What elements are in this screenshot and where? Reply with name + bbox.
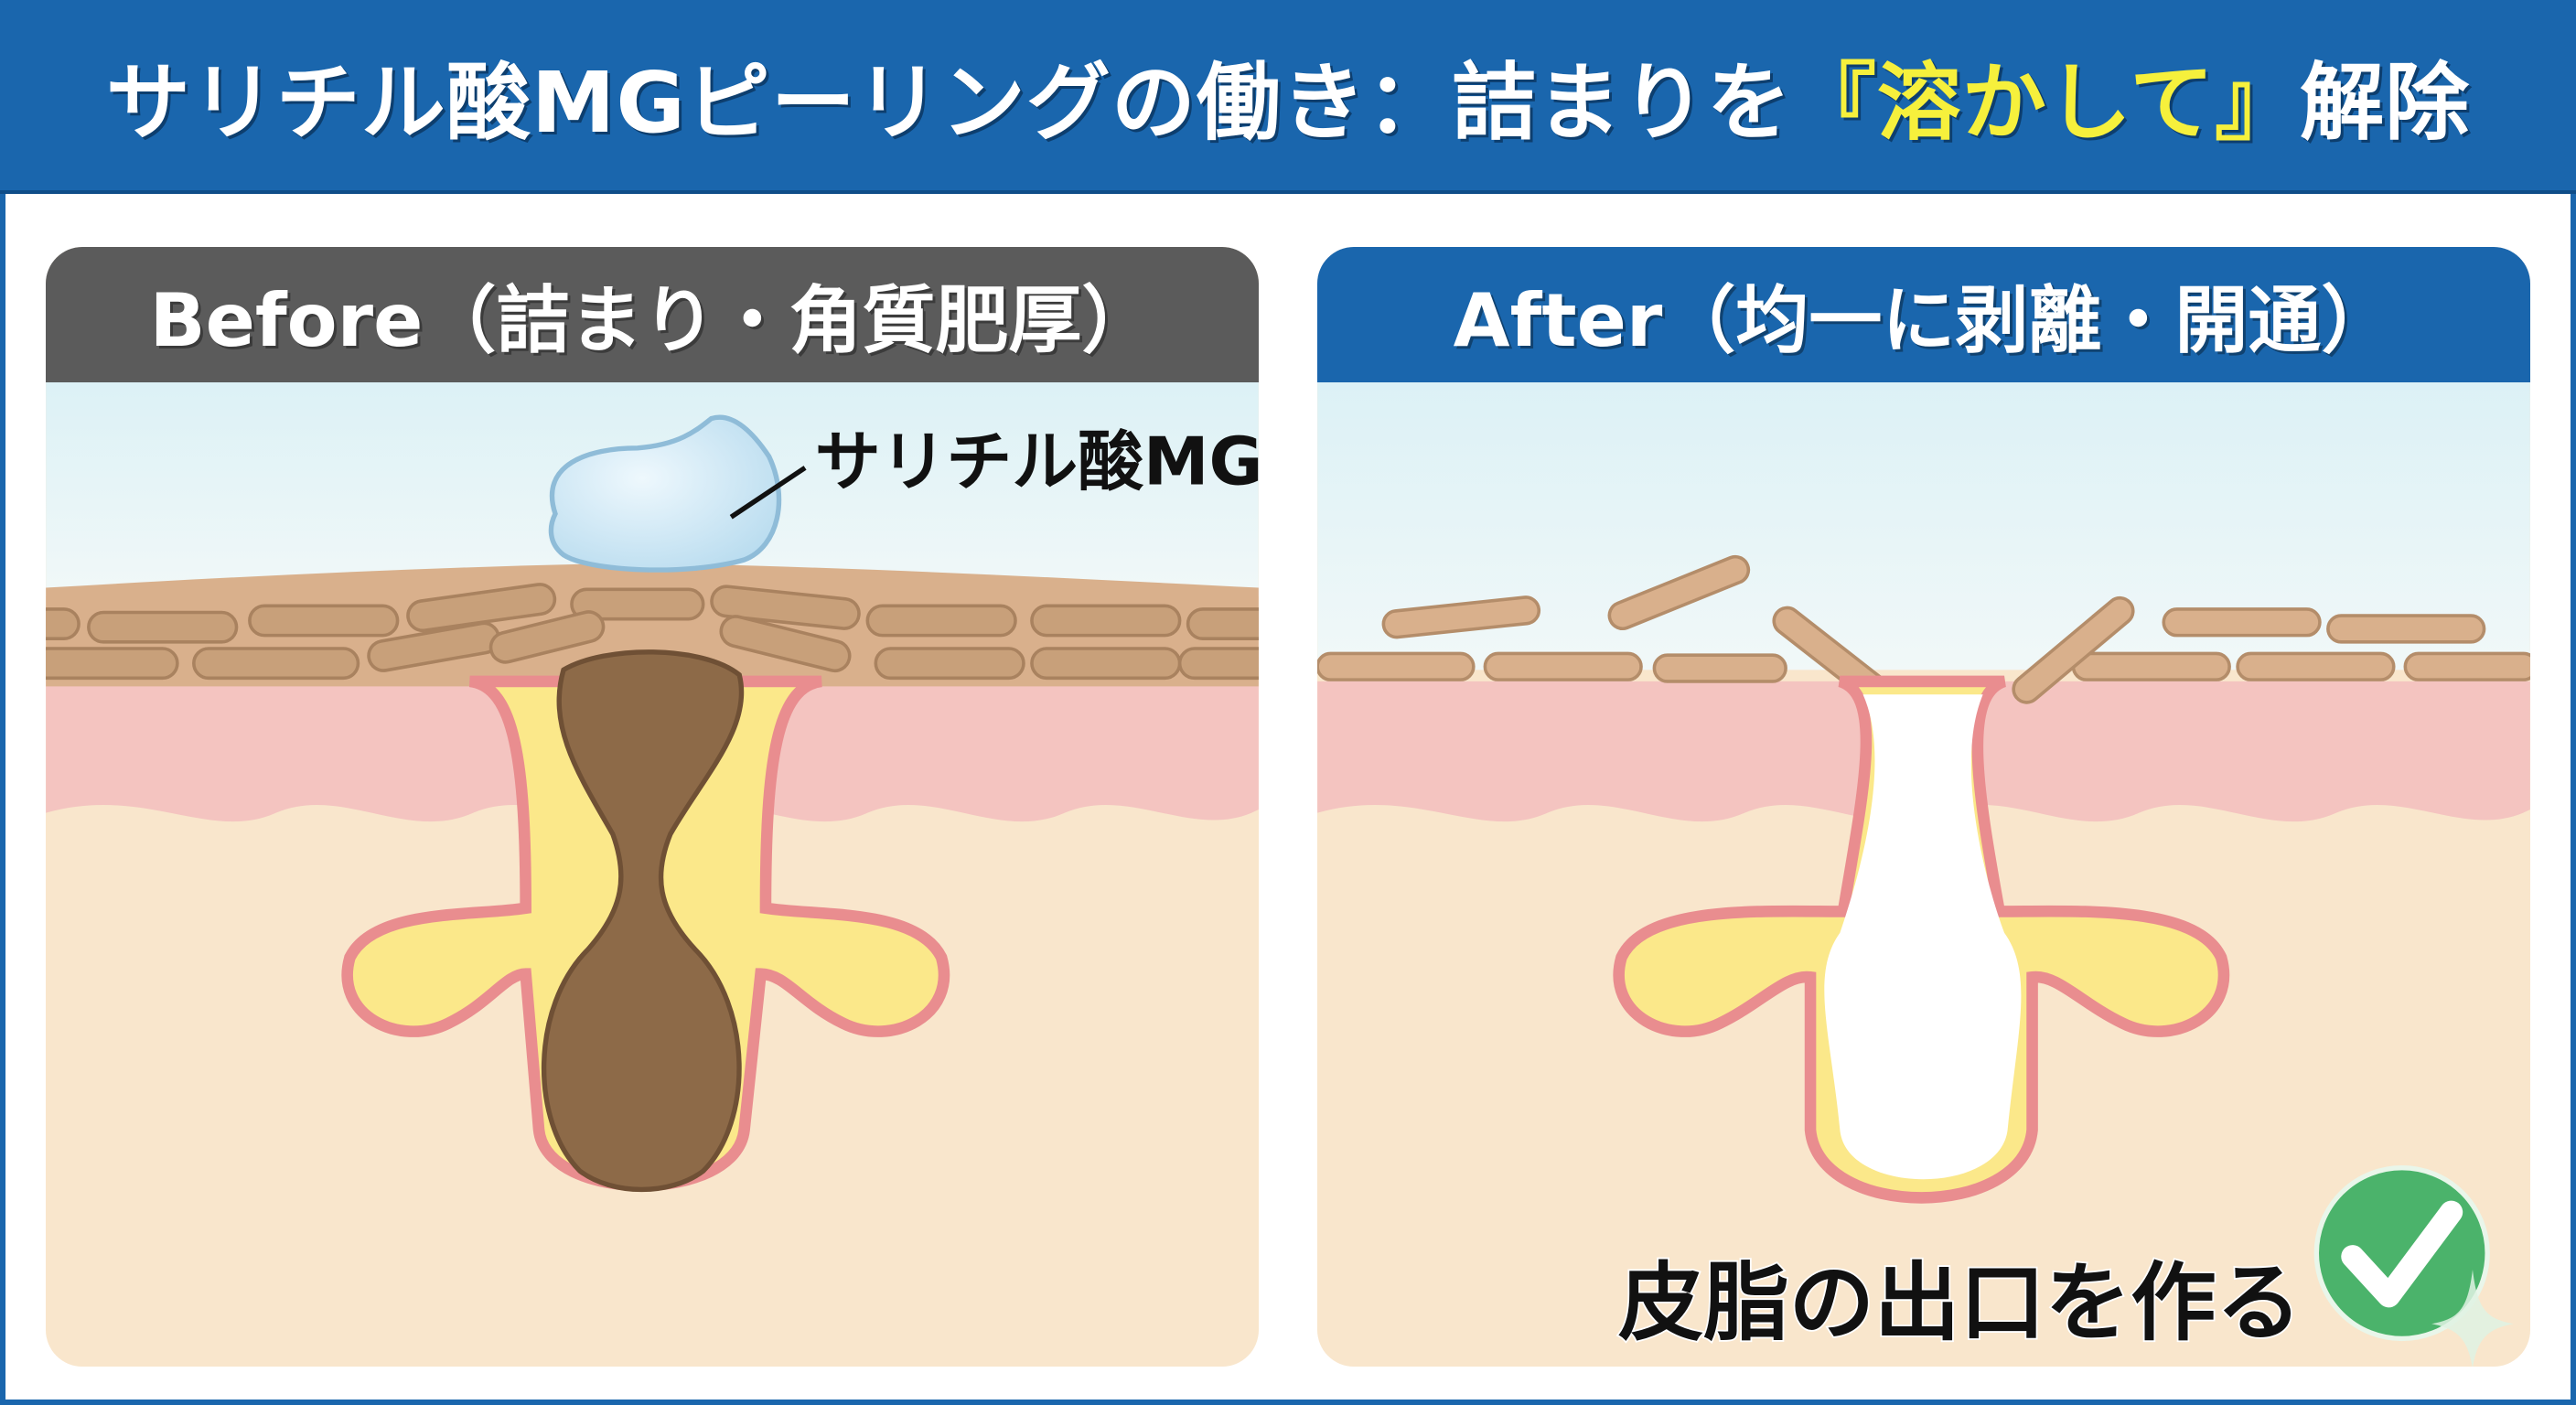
- open-pore-channel: [1824, 694, 2022, 1180]
- sparkle-icon: [2431, 1270, 2514, 1367]
- title-main: サリチル酸MGピーリングの働き：詰まりを: [105, 53, 1792, 152]
- after-heading: After（均一に剥離・開通）: [1317, 247, 2530, 382]
- page-title: サリチル酸MGピーリングの働き：詰まりを『溶かして』解除: [106, 35, 2470, 156]
- after-skin-diagram: 皮脂の出口を作る: [1317, 382, 2530, 1367]
- before-skin-diagram: サリチル酸MG: [46, 382, 1259, 1193]
- title-highlight: 『溶かして』: [1791, 53, 2301, 152]
- after-panel: After（均一に剥離・開通） 皮脂の出口を作る: [1317, 247, 2530, 1367]
- title-end: 解除: [2300, 53, 2471, 152]
- salicylic-label: サリチル酸MG: [815, 423, 1259, 499]
- before-heading: Before（詰まり・角質肥厚）: [46, 247, 1259, 382]
- after-caption: 皮脂の出口を作る: [1618, 1253, 2302, 1353]
- salicylic-droplet: [548, 414, 782, 573]
- corneum-cells: [46, 583, 1259, 681]
- before-panel: Before（詰まり・角質肥厚） サリチル酸MG: [46, 247, 1259, 1367]
- check-circle-icon: [2313, 1164, 2514, 1367]
- label-leader-line: [729, 466, 807, 520]
- title-banner: サリチル酸MGピーリングの働き：詰まりを『溶かして』解除: [0, 0, 2576, 194]
- sebum-plug: [541, 649, 745, 1193]
